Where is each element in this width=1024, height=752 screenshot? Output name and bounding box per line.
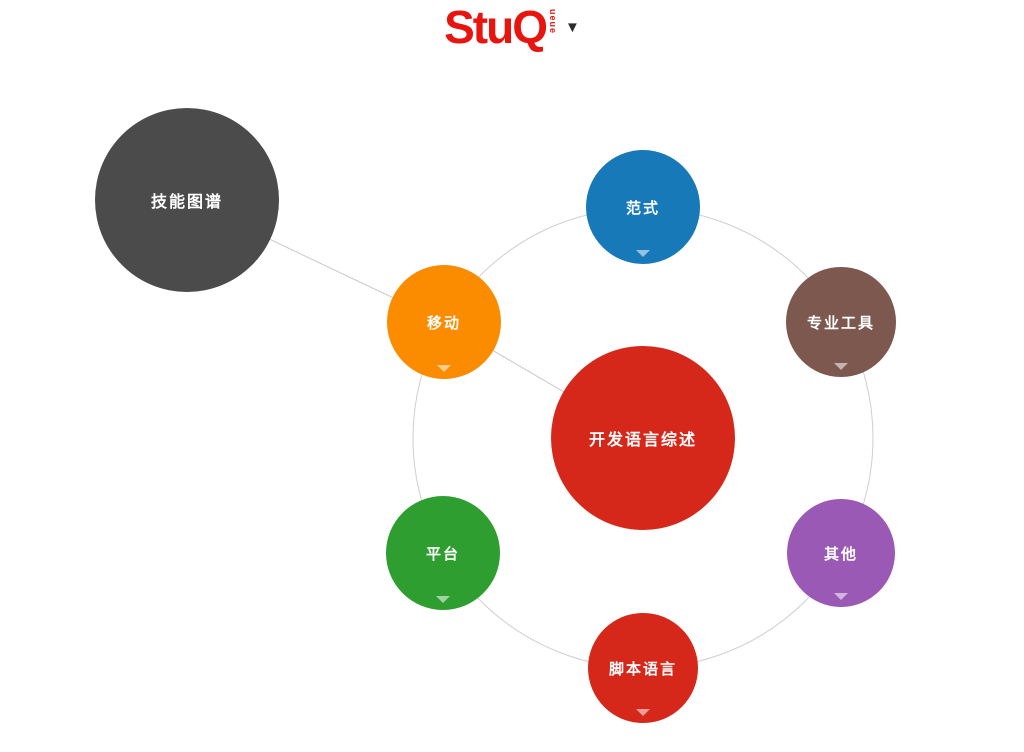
node-label: 开发语言综述 [588, 432, 697, 449]
chevron-down-icon[interactable] [636, 250, 650, 257]
node-label: 脚本语言 [608, 660, 677, 678]
chevron-down-icon[interactable] [436, 596, 450, 603]
node-skill-map[interactable]: 技能图谱 [95, 108, 279, 292]
chevron-down-icon[interactable]: ▼ [565, 19, 580, 36]
logo-text: StuQ [444, 1, 548, 53]
node-overview[interactable]: 开发语言综述 [551, 346, 735, 530]
chevron-down-icon[interactable] [834, 593, 848, 600]
node-label: 技能图谱 [150, 194, 223, 211]
node-other[interactable]: 其他 [787, 499, 895, 607]
node-paradigm[interactable]: 范式 [586, 150, 700, 264]
node-pro-tools[interactable]: 专业工具 [786, 267, 896, 377]
node-label: 平台 [425, 545, 460, 563]
node-mobile[interactable]: 移动 [387, 265, 501, 379]
logo-side-text: ueue [548, 9, 559, 35]
node-label: 专业工具 [806, 314, 875, 332]
chevron-down-icon[interactable] [636, 709, 650, 716]
node-label: 范式 [625, 199, 660, 217]
chevron-down-icon[interactable] [834, 363, 848, 370]
node-label: 移动 [426, 314, 461, 332]
chevron-down-icon[interactable] [437, 365, 451, 372]
node-script-lang[interactable]: 脚本语言 [588, 613, 698, 723]
node-label: 其他 [823, 545, 858, 563]
node-platform[interactable]: 平台 [386, 496, 500, 610]
stuq-logo[interactable]: StuQ ueue ▼ [444, 4, 580, 50]
